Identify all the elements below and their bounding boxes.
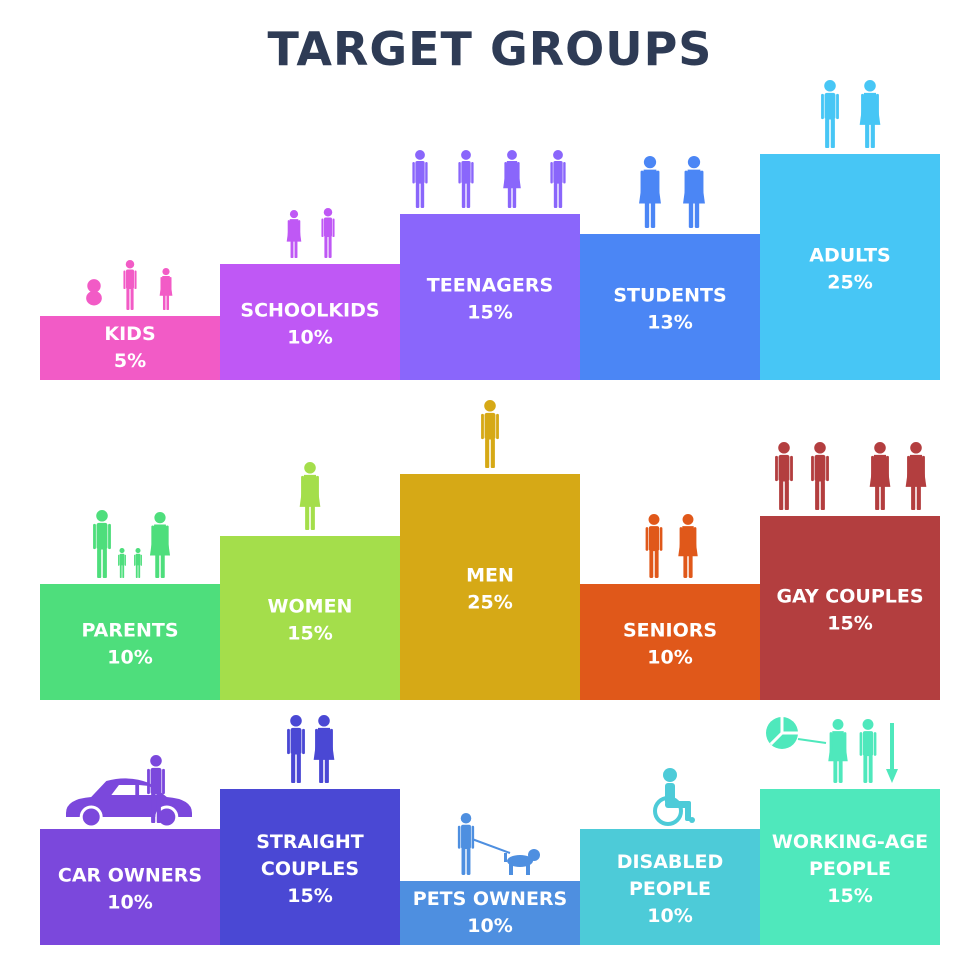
schoolkids-icon — [286, 208, 335, 258]
bar-men — [400, 474, 580, 700]
bar-schoolkids — [220, 264, 400, 380]
value-label-kids: 5% — [114, 350, 146, 372]
bar-gay-couples — [760, 516, 940, 700]
category-label-teenagers: TEENAGERS — [427, 275, 553, 297]
category-label-schoolkids: SCHOOLKIDS — [240, 300, 379, 322]
teenagers-icon — [412, 150, 566, 208]
chart-title: TARGET GROUPS — [267, 22, 713, 76]
bar-car-owners — [40, 829, 220, 945]
value-label-teenagers: 15% — [467, 302, 512, 324]
category-label-kids: KIDS — [104, 323, 155, 345]
category-label-disabled-people: PEOPLE — [629, 878, 711, 900]
graduates-icon — [639, 156, 705, 228]
woman-icon — [299, 462, 321, 530]
bar-pets-owners — [400, 881, 580, 945]
bar-straight-couples — [220, 789, 400, 945]
value-label-disabled-people: 10% — [647, 905, 692, 927]
value-label-schoolkids: 10% — [287, 327, 332, 349]
value-label-men: 25% — [467, 592, 512, 614]
value-label-pets-owners: 10% — [467, 915, 512, 937]
value-label-straight-couples: 15% — [287, 885, 332, 907]
value-label-parents: 10% — [107, 647, 152, 669]
category-label-straight-couples: COUPLES — [261, 858, 359, 880]
wheelchair-icon — [653, 768, 695, 826]
bar-working-age-people — [760, 789, 940, 945]
category-label-working-age-people: PEOPLE — [809, 858, 891, 880]
baby-and-children-icon — [86, 260, 173, 310]
straight-couple-icon — [287, 715, 335, 783]
category-label-parents: PARENTS — [81, 620, 178, 642]
family-icon — [93, 510, 171, 578]
category-label-women: WOMEN — [268, 596, 353, 618]
bar-students — [580, 234, 760, 380]
category-label-students: STUDENTS — [613, 285, 726, 307]
category-label-adults: ADULTS — [809, 245, 891, 267]
category-label-gay-couples: GAY COUPLES — [776, 586, 923, 608]
category-label-disabled-people: DISABLED — [617, 851, 724, 873]
category-label-pets-owners: PETS OWNERS — [413, 888, 567, 910]
value-label-gay-couples: 15% — [827, 613, 872, 635]
bar-women — [220, 536, 400, 700]
car-owner-icon — [66, 755, 192, 829]
gay-couples-icon — [775, 442, 927, 510]
bar-teenagers — [400, 214, 580, 380]
workers-icon — [766, 717, 898, 783]
value-label-women: 15% — [287, 623, 332, 645]
category-label-working-age-people: WORKING-AGE — [772, 831, 928, 853]
bar-parents — [40, 584, 220, 700]
bar-disabled-people — [580, 829, 760, 945]
value-label-adults: 25% — [827, 272, 872, 294]
adults-icon — [821, 80, 881, 148]
value-label-students: 13% — [647, 312, 692, 334]
value-label-working-age-people: 15% — [827, 885, 872, 907]
bar-kids — [40, 316, 220, 380]
chart-row-3: CAR OWNERS 10% STRAIGHT COUPLES 15% PETS OWNE… — [40, 715, 940, 945]
category-label-straight-couples: STRAIGHT — [256, 831, 364, 853]
value-label-car-owners: 10% — [107, 892, 152, 914]
man-icon — [481, 400, 499, 468]
category-label-men: MEN — [466, 565, 514, 587]
bar-seniors — [580, 584, 760, 700]
dog-walker-icon — [457, 813, 540, 875]
chart-row-2: PARENTS 10% WOMEN 15% MEN 25% SENIORS 10% GAY CO… — [40, 400, 940, 700]
seniors-icon — [645, 514, 698, 578]
chart-row-1: KIDS 5% SCHOOLKIDS 10% TEENAGERS 15% STUDENTS 1… — [40, 80, 940, 380]
value-label-seniors: 10% — [647, 647, 692, 669]
category-label-seniors: SENIORS — [623, 620, 717, 642]
bar-adults — [760, 154, 940, 380]
category-label-car-owners: CAR OWNERS — [58, 865, 202, 887]
